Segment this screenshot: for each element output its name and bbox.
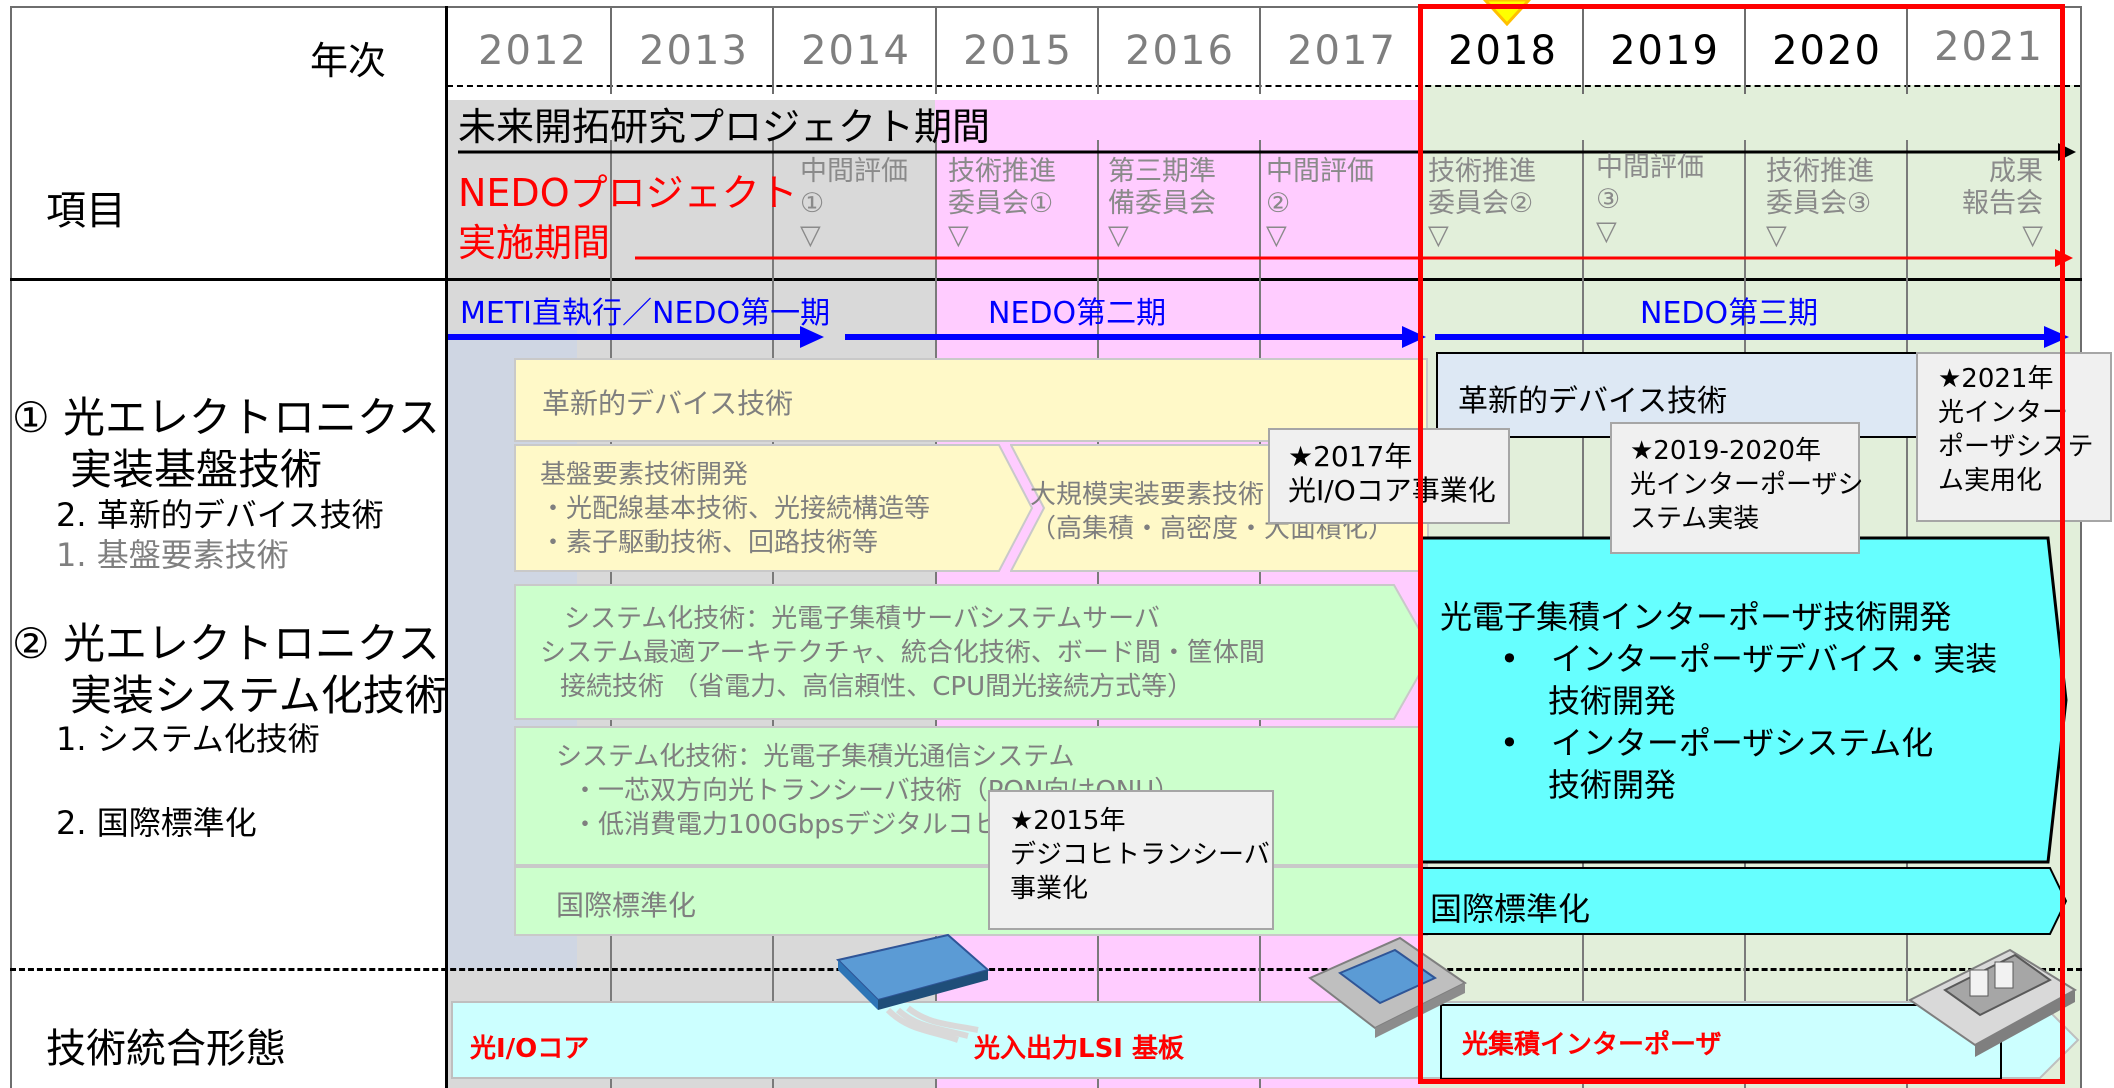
callout-2017: ★2017年 光I/Oコア事業化 <box>1268 428 1510 524</box>
intl-std-box: 国際標準化 <box>514 866 1428 936</box>
callout-2019: ★2019-2020年 光インターポーザシ ステム実装 <box>1610 422 1863 554</box>
year-line-2014 <box>772 6 774 94</box>
system-server-box-shape <box>514 584 1434 720</box>
year-line-2015 <box>935 6 937 94</box>
header-separator <box>10 278 2082 281</box>
system-server-text: システム化技術：光電子集積サーバシステムサーバ システム最適アーキテクチャ、統合… <box>540 604 1265 702</box>
integration-interposer: 光集積インターポーザ <box>1462 1030 1722 1060</box>
year-2019: 2019 <box>1610 28 1720 74</box>
period1-shade-top <box>447 100 935 280</box>
year-2018: 2018 <box>1448 28 1558 74</box>
event-phase3-prep: 第三期準備委員会▽ <box>1108 156 1216 251</box>
innovative-device-box: 革新的デバイス技術 <box>514 358 1428 442</box>
intl-std-label: 国際標準化 <box>556 889 697 922</box>
event-committee-3: 技術推進委員会③▽ <box>1766 156 1874 251</box>
phase3-arrow <box>1435 326 2069 348</box>
top-border <box>10 6 2082 8</box>
year-line-2016 <box>1097 6 1099 94</box>
basic-element-text: 基盤要素技術開発 ・光配線基本技術、光接続構造等 ・素子駆動技術、回路技術等 <box>540 460 931 558</box>
p3-intl-std-label: 国際標準化 <box>1430 890 1591 928</box>
integration-lsi: 光入出力LSI 基板 <box>974 1034 1185 1064</box>
year-2015: 2015 <box>963 28 1073 74</box>
item1-title: ① 光エレクトロニクス <box>12 393 440 442</box>
year-line-2020 <box>1744 6 1746 94</box>
current-phase-highlight-frame <box>1418 4 2065 1084</box>
p3-interposer-text: 光電子集積インターポーザ技術開発 • インターポーザデバイス・実装 技術開発 •… <box>1440 598 1998 804</box>
event-committee-2: 技術推進委員会②▽ <box>1428 156 1536 251</box>
year-line-2021 <box>1906 6 1908 94</box>
year-2012: 2012 <box>478 28 588 74</box>
dashed-divider-top <box>447 85 2080 87</box>
item2-title: ② 光エレクトロニクス <box>12 619 440 668</box>
item-header-label: 項目 <box>46 188 126 234</box>
year-line-2019 <box>1582 6 1584 94</box>
p3-innovative-label: 革新的デバイス技術 <box>1458 384 1728 419</box>
basic-element-box-shape <box>514 444 1034 572</box>
nedo-period-line1: NEDOプロジェクト <box>458 171 798 215</box>
dashed-divider-bottom <box>10 968 2082 971</box>
item1-sub-innovative: 2. 革新的デバイス技術 <box>56 496 384 534</box>
year-2017: 2017 <box>1287 28 1397 74</box>
right-border <box>2080 6 2082 1088</box>
year-2016: 2016 <box>1125 28 1235 74</box>
year-line-2017 <box>1259 6 1261 94</box>
callout-2021: ★2021年 光インター ポーザシステ ム実用化 <box>1916 352 2112 522</box>
phase2-arrow <box>845 326 1426 348</box>
year-header-label: 年次 <box>310 39 387 83</box>
year-2014: 2014 <box>801 28 911 74</box>
item2-sub-system: 1. システム化技術 <box>56 720 320 758</box>
year-line-2013 <box>610 6 612 94</box>
phase3-label: NEDO第三期 <box>1640 296 1819 331</box>
phase2-label: NEDO第二期 <box>988 296 1167 331</box>
phase1-label: METI直執行／NEDO第一期 <box>460 296 831 331</box>
callout-2015: ★2015年 デジコヒトランシーバ 事業化 <box>988 790 1274 930</box>
nedo-period-line2: 実施期間 <box>458 221 611 265</box>
item1-sub-basic: 1. 基盤要素技術 <box>56 536 289 574</box>
item2-title-2: 実装システム化技術 <box>70 671 447 720</box>
project-period-label: 未来開拓研究プロジェクト期間 <box>458 105 991 149</box>
event-final-report: 成果報告会▽ <box>1962 156 2043 251</box>
integration-bar-shape <box>451 1001 2080 1079</box>
interposer-system-illustration <box>1908 948 2077 1057</box>
year-2020: 2020 <box>1772 28 1882 74</box>
phase1-arrow <box>448 326 824 348</box>
integration-io-core: 光I/Oコア <box>470 1034 590 1064</box>
event-committee-1: 技術推進委員会①▽ <box>948 156 1056 251</box>
io-core-chip-illustration <box>836 933 991 1043</box>
year-2021: 2021 <box>1934 24 2044 70</box>
year-2013: 2013 <box>639 28 749 74</box>
integration-label: 技術統合形態 <box>46 1026 286 1072</box>
item1-title-2: 実装基盤技術 <box>70 445 323 494</box>
system-comm-box <box>514 726 1428 866</box>
left-border <box>10 6 12 1088</box>
label-column-separator <box>445 6 448 1088</box>
innovative-device-label: 革新的デバイス技術 <box>542 387 794 420</box>
item2-sub-intl: 2. 国際標準化 <box>56 804 257 842</box>
